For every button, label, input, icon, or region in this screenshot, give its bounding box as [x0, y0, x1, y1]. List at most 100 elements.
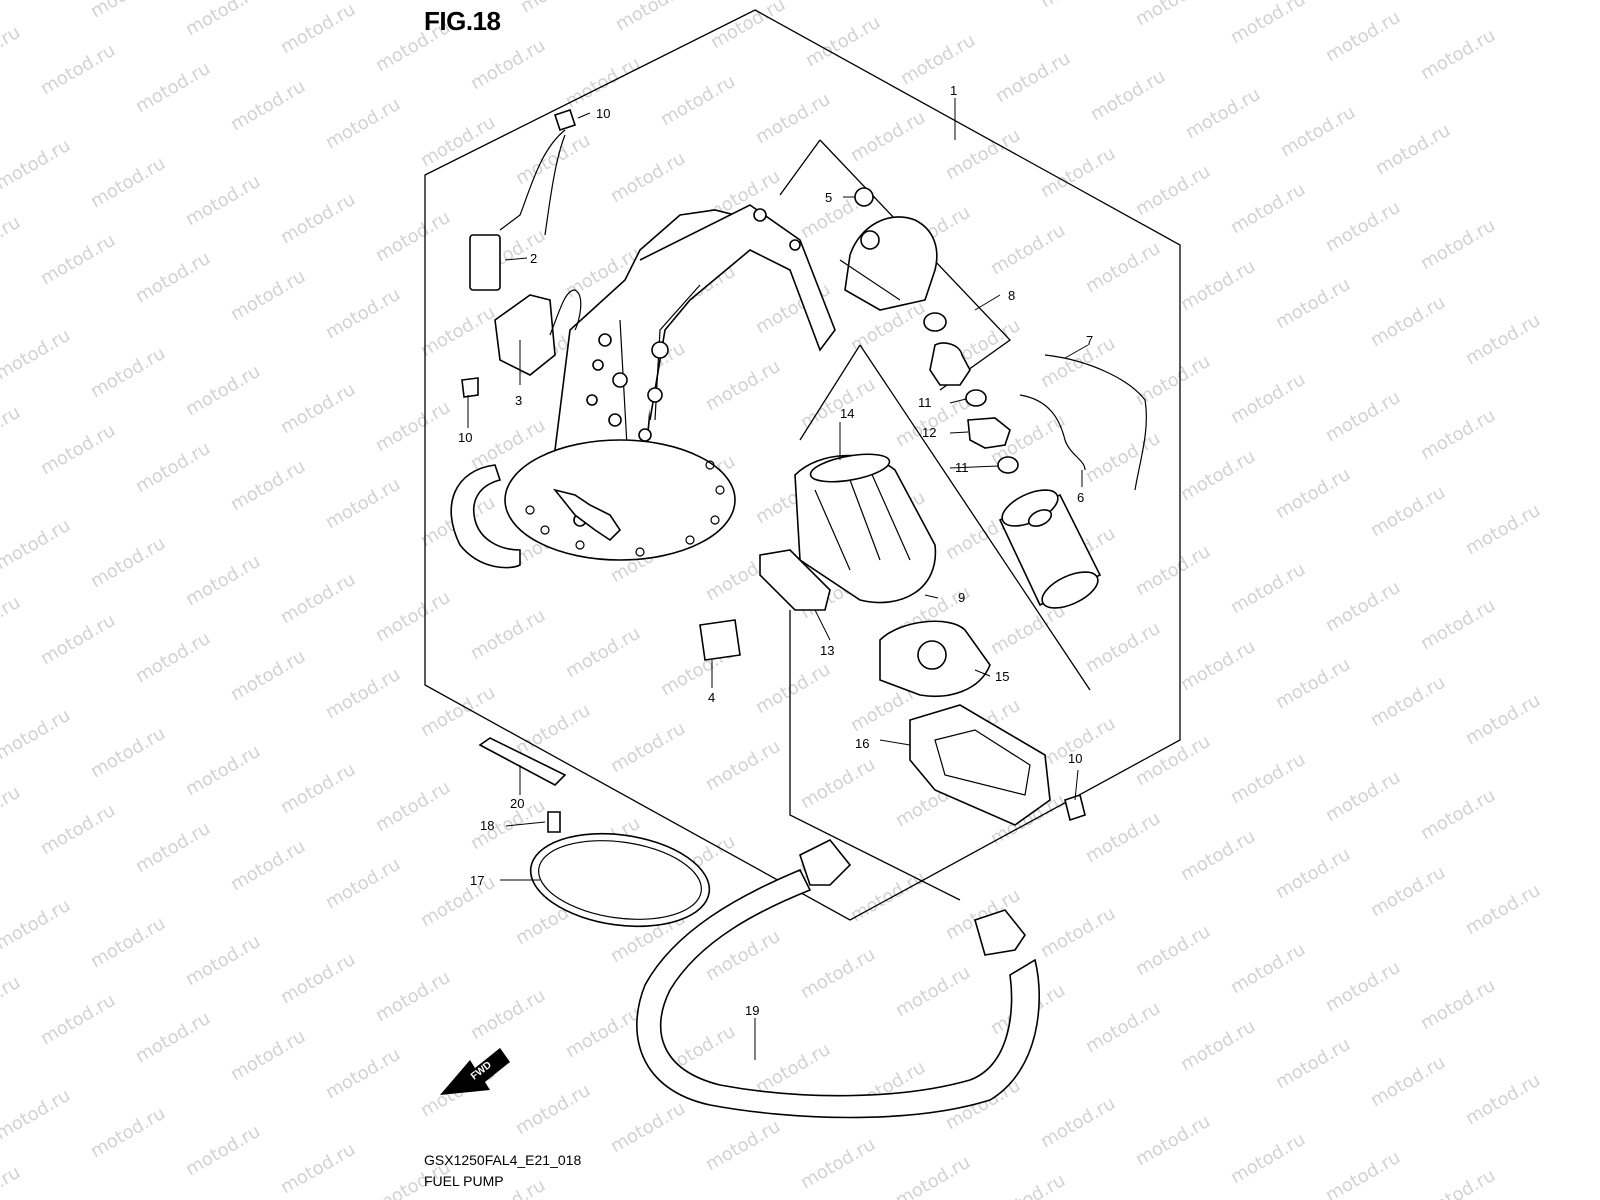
watermark-text: motod.ru [1132, 731, 1214, 790]
watermark-text: motod.ru [1462, 690, 1544, 749]
watermark-text: motod.ru [87, 153, 169, 212]
fuel-pump-motor [998, 489, 1102, 609]
sender-wire-3 [549, 289, 582, 336]
watermark-text: motod.ru [467, 605, 549, 664]
watermark-text: motod.ru [1227, 559, 1309, 618]
watermark-text: motod.ru [322, 664, 404, 723]
watermark-text: motod.ru [0, 0, 74, 4]
watermark-text: motod.ru [1272, 654, 1354, 713]
fwd-arrow-icon: FWD [440, 1048, 510, 1095]
clip-4 [699, 619, 741, 661]
callout-10-top: 10 [596, 106, 610, 121]
watermark-text: motod.ru [1322, 1147, 1404, 1200]
watermark-text: motod.ru [847, 107, 929, 166]
watermark-text: motod.ru [707, 0, 789, 53]
watermark-text: motod.ru [1417, 1165, 1499, 1200]
watermark-text: motod.ru [1177, 826, 1259, 885]
callout-18: 18 [480, 818, 494, 833]
watermark-text: motod.ru [0, 1162, 24, 1200]
watermark-text: motod.ru [1462, 310, 1544, 369]
pump-lead-wire-6 [1019, 394, 1086, 471]
watermark-text: motod.ru [182, 931, 264, 990]
callout-2: 2 [530, 251, 537, 266]
watermark-text: motod.ru [0, 515, 74, 574]
watermark-text: motod.ru [1082, 238, 1164, 297]
watermark-text: motod.ru [1367, 482, 1449, 541]
watermark-text: motod.ru [417, 302, 499, 361]
watermark-text: motod.ru [0, 325, 74, 384]
joint-12 [967, 417, 1011, 449]
watermark-text: motod.ru [1272, 274, 1354, 333]
watermark-text: motod.ru [702, 1116, 784, 1175]
watermark-text: motod.ru [752, 659, 834, 718]
watermark-layer: motod.ru motod.ru motod.ru motod.ru motod.ru… [0, 0, 1544, 1200]
watermark-text: motod.ru [37, 610, 119, 669]
watermark-text: motod.ru [277, 949, 359, 1008]
watermark-text: motod.ru [182, 1121, 264, 1180]
fuel-feed-hose-19 [636, 868, 1040, 1119]
watermark-text: motod.ru [37, 990, 119, 1049]
watermark-text: motod.ru [942, 125, 1024, 184]
watermark-text: motod.ru [372, 967, 454, 1026]
watermark-text: motod.ru [132, 438, 214, 497]
watermark-text: motod.ru [132, 818, 214, 877]
watermark-text: motod.ru [897, 30, 979, 89]
watermark-text: motod.ru [657, 71, 739, 130]
watermark-text: motod.ru [87, 723, 169, 782]
watermark-text: motod.ru [892, 392, 974, 451]
watermark-text: motod.ru [1367, 1052, 1449, 1111]
watermark-text: motod.ru [227, 456, 309, 515]
o-ring-5 [854, 187, 874, 207]
watermark-text: motod.ru [1177, 256, 1259, 315]
watermark-text: motod.ru [562, 1003, 644, 1062]
connector-2 [469, 234, 501, 291]
watermark-text: motod.ru [1417, 975, 1499, 1034]
pump-frame-diagonal [779, 139, 821, 196]
watermark-text: motod.ru [132, 58, 214, 117]
callout-3: 3 [515, 393, 522, 408]
watermark-text: motod.ru [1082, 428, 1164, 487]
watermark-text: motod.ru [1037, 333, 1119, 392]
watermark-text: motod.ru [0, 592, 24, 651]
watermark-text: motod.ru [182, 0, 264, 40]
watermark-text: motod.ru [182, 171, 264, 230]
figure-name: FUEL PUMP [424, 1173, 504, 1189]
watermark-text: motod.ru [1132, 1111, 1214, 1170]
watermark-text: motod.ru [87, 913, 169, 972]
pump-lead-wire-7 [1044, 354, 1147, 491]
watermark-text: motod.ru [562, 53, 644, 112]
watermark-text: motod.ru [277, 569, 359, 628]
watermark-text: motod.ru [372, 777, 454, 836]
watermark-text: motod.ru [0, 782, 24, 841]
watermark-text: motod.ru [132, 628, 214, 687]
watermark-text: motod.ru [467, 985, 549, 1044]
watermark-text: motod.ru [37, 420, 119, 479]
watermark-text: motod.ru [277, 759, 359, 818]
watermark-text: motod.ru [0, 972, 24, 1031]
pump-base-plate [504, 439, 736, 561]
figure-title: FIG.18 [424, 6, 501, 36]
bolt-10-left [461, 377, 479, 398]
watermark-text: motod.ru [1272, 844, 1354, 903]
watermark-text: motod.ru [607, 718, 689, 777]
callout-6: 6 [1077, 490, 1084, 505]
pump-frame-left [799, 344, 861, 441]
watermark-text: motod.ru [227, 266, 309, 325]
bracket-13 [759, 549, 831, 611]
return-hose [450, 464, 521, 569]
bolt-18 [547, 811, 561, 833]
fuel-pressure-regulator [839, 216, 938, 311]
watermark-text: motod.ru [1177, 446, 1259, 505]
callout-7: 7 [1086, 333, 1093, 348]
watermark-text: motod.ru [227, 836, 309, 895]
watermark-text: motod.ru [1462, 880, 1544, 939]
watermark-text: motod.ru [892, 962, 974, 1021]
watermark-text: motod.ru [1132, 351, 1214, 410]
watermark-text: motod.ru [1417, 215, 1499, 274]
watermark-text: motod.ru [797, 944, 879, 1003]
callout-9: 9 [958, 590, 965, 605]
watermark-text: motod.ru [0, 705, 74, 764]
watermark-text: motod.ru [1367, 862, 1449, 921]
callout-8: 8 [1008, 288, 1015, 303]
